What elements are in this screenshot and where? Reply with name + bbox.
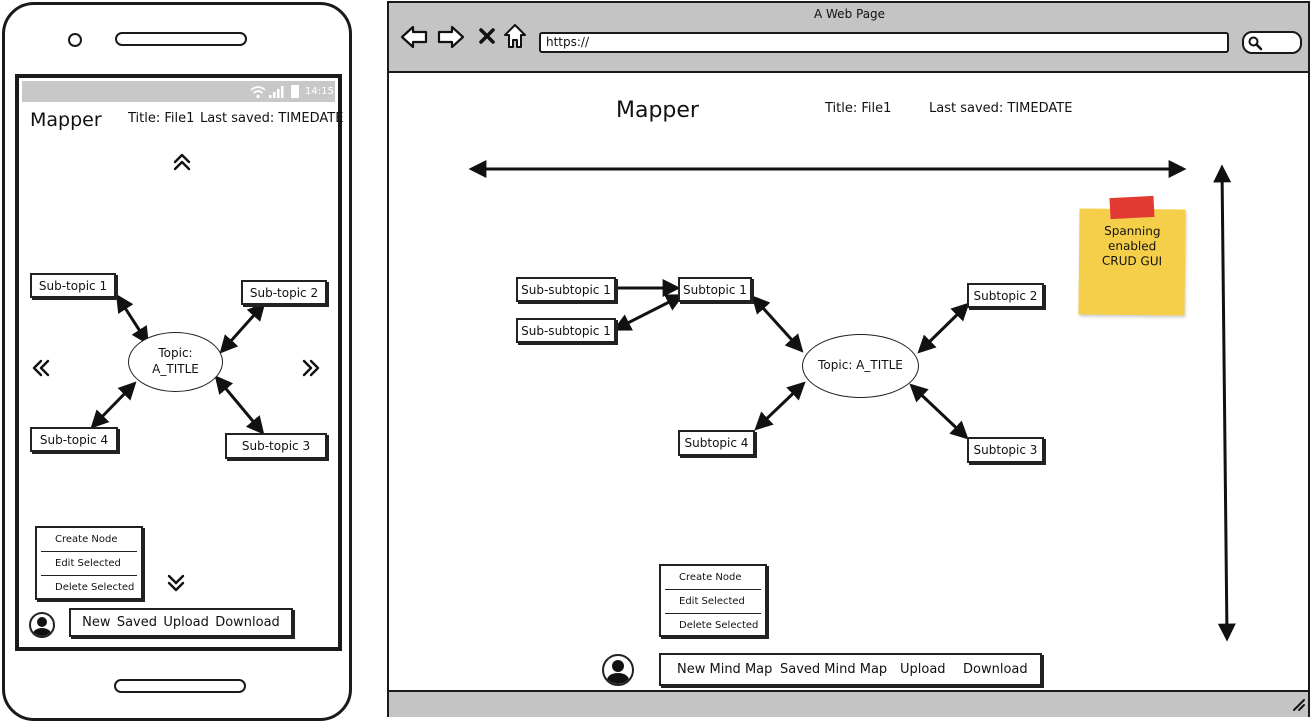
address-bar[interactable]: https:// — [539, 32, 1229, 53]
new-mind-map-button[interactable]: New Mind Map — [677, 662, 773, 677]
url-text: https:// — [546, 35, 590, 49]
close-icon[interactable] — [478, 27, 496, 45]
subtopic-node[interactable]: Sub-topic 2 — [241, 280, 327, 305]
upload-button[interactable]: Upload — [900, 662, 946, 677]
scroll-down-icon[interactable] — [167, 574, 185, 592]
subsubtopic-node[interactable]: Sub-subtopic 1 — [516, 277, 616, 302]
subtopic-node[interactable]: Subtopic 1 — [678, 277, 752, 302]
subsubtopic-node[interactable]: Sub-subtopic 1 — [516, 318, 616, 343]
search-box[interactable] — [1242, 31, 1302, 54]
edge-topic-subtopic2 — [917, 302, 970, 354]
back-arrow-icon[interactable] — [400, 25, 428, 49]
download-button[interactable]: Download — [963, 662, 1028, 677]
user-avatar-icon[interactable] — [29, 612, 55, 638]
topic-node[interactable]: Topic:A_TITLE — [128, 332, 223, 392]
sticky-note: Spanning enabled CRUD GUI — [1078, 208, 1186, 316]
file-title: Title: File1 — [128, 111, 195, 126]
mobile-action-bar: New Saved Upload Download — [69, 608, 293, 637]
edge-topic-subtopic1 — [751, 295, 804, 353]
edge-topic-subtopic4 — [754, 381, 806, 431]
app-title: Mapper — [30, 109, 102, 131]
edge-topic-subtopic2 — [219, 302, 266, 354]
subtopic-node[interactable]: Sub-topic 1 — [30, 273, 116, 298]
node-context-menu: Create Node Edit Selected Delete Selecte… — [35, 526, 143, 600]
menu-create-node[interactable]: Create Node — [55, 534, 118, 545]
sticky-line: enabled — [1107, 238, 1157, 254]
menu-divider — [41, 575, 137, 576]
scroll-left-icon[interactable] — [32, 359, 50, 377]
download-button[interactable]: Download — [215, 615, 280, 630]
status-time: 14:15 — [305, 86, 334, 97]
scroll-up-icon[interactable] — [173, 153, 191, 171]
sticky-line: CRUD GUI — [1101, 253, 1163, 269]
sticky-line: Spanning — [1104, 223, 1161, 239]
edge-topic-subtopic4 — [90, 381, 137, 429]
subtopic-node[interactable]: Subtopic 4 — [678, 430, 755, 456]
menu-delete-selected[interactable]: Delete Selected — [55, 582, 135, 593]
wifi-icon — [250, 86, 266, 99]
home-icon[interactable] — [503, 23, 527, 49]
menu-edit-selected[interactable]: Edit Selected — [55, 558, 121, 569]
window-title: A Web Page — [814, 7, 886, 21]
edge-subtopic1-subsub2 — [612, 294, 685, 331]
topic-label: Topic: — [158, 346, 193, 361]
edge-topic-subtopic3 — [214, 375, 265, 435]
upload-button[interactable]: Upload — [163, 615, 209, 630]
menu-delete-selected[interactable]: Delete Selected — [679, 620, 759, 631]
last-saved: Last saved: TIMEDATE — [929, 101, 1073, 116]
resize-grip-icon[interactable] — [1292, 698, 1306, 712]
mobile-camera — [68, 33, 82, 47]
app-title: Mapper — [616, 98, 699, 123]
topic-name: A_TITLE — [152, 362, 199, 376]
menu-divider — [41, 551, 137, 552]
new-button[interactable]: New — [82, 615, 111, 630]
edge-topic-subtopic3 — [909, 383, 969, 440]
saved-mind-map-button[interactable]: Saved Mind Map — [780, 662, 888, 677]
forward-arrow-icon[interactable] — [437, 25, 465, 49]
subtopic-node[interactable]: Subtopic 3 — [967, 437, 1044, 463]
menu-divider — [665, 589, 761, 590]
signal-icon — [269, 86, 284, 98]
file-title: Title: File1 — [825, 101, 892, 116]
node-context-menu: Create Node Edit Selected Delete Selecte… — [659, 564, 767, 637]
menu-edit-selected[interactable]: Edit Selected — [679, 596, 745, 607]
subtopic-node[interactable]: Sub-topic 4 — [30, 427, 118, 452]
topic-node[interactable]: Topic: A_TITLE — [802, 334, 919, 398]
last-saved: Last saved: TIMEDATE — [200, 111, 344, 126]
battery-icon — [291, 85, 299, 98]
subtopic-node[interactable]: Sub-topic 3 — [225, 433, 327, 459]
scroll-right-icon[interactable] — [302, 359, 320, 377]
mobile-home-button[interactable] — [114, 679, 246, 693]
vertical-pan-arrow[interactable] — [1213, 164, 1236, 642]
user-avatar-icon[interactable] — [602, 654, 634, 686]
saved-button[interactable]: Saved — [116, 615, 157, 630]
search-icon — [1248, 36, 1263, 51]
sticky-tape — [1109, 195, 1155, 220]
browser-action-bar: New Mind Map Saved Mind Map Upload Downl… — [659, 653, 1042, 686]
subtopic-node[interactable]: Subtopic 2 — [967, 283, 1044, 308]
menu-divider — [665, 613, 761, 614]
mobile-speaker — [115, 32, 247, 46]
sticky-note-text: Spanning enabled CRUD GUI — [1079, 223, 1185, 269]
edge-topic-subtopic1 — [116, 293, 149, 346]
browser-status-bar — [389, 690, 1308, 717]
menu-create-node[interactable]: Create Node — [679, 572, 742, 583]
